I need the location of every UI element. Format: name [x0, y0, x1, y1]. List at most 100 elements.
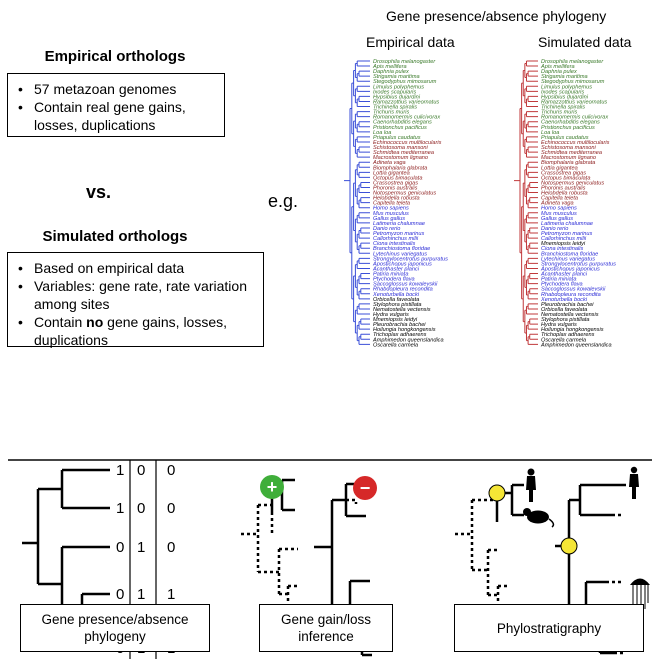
simulated-branch: [529, 227, 538, 234]
simulated-taxon-label: Rhabdopleura recondita: [541, 292, 601, 298]
empirical-branch: [360, 288, 370, 295]
simulated-taxon-label: Priapulus caudatus: [541, 135, 589, 141]
simulated-branch: [525, 111, 538, 118]
simulated-branch: [529, 181, 538, 188]
simulated-taxon-label: Trichoplax adhaerens: [541, 332, 595, 338]
matrix-cell: 1: [116, 500, 124, 517]
empirical-taxon-label: Biomphalaria glabrata: [373, 165, 427, 171]
empirical-taxon-label: Apis mellifera: [372, 64, 407, 70]
simulated-taxon-label: Gallus gallus: [541, 216, 573, 222]
empirical-taxon-label: Hypsibius dujardini: [373, 94, 421, 100]
empirical-branch: [358, 70, 370, 77]
matrix-cell: 1: [137, 586, 145, 603]
simulated-bullet-1: Based on empirical data: [12, 259, 259, 277]
empirical-taxon-label: Trichinella spiralis: [373, 105, 417, 111]
simulated-branch: [527, 146, 538, 153]
empirical-taxon-label: Capitella teleta: [373, 201, 410, 207]
loss-symbol: −: [360, 478, 371, 498]
simulated-taxon-label: Ixodes scapularis: [541, 89, 584, 95]
human-silhouette-icon: [629, 466, 639, 499]
simulated-branch: [525, 136, 538, 143]
empirical-branch: [358, 161, 370, 168]
simulated-taxon-label: Strongylocentrotus purpuratus: [541, 261, 616, 267]
empirical-taxon-label: Stegodyphus mimosarum: [373, 79, 437, 85]
simulated-taxon-label: Adineta vaga: [540, 201, 574, 207]
bullet3-bold: no: [86, 314, 104, 330]
caption-gainloss: Gene gain/loss inference: [259, 604, 393, 652]
empirical-branch: [358, 146, 370, 153]
empirical-taxon-label: Trichuris muris: [373, 110, 409, 116]
simulated-taxon-label: Acanthaster planci: [540, 272, 588, 278]
simulated-taxon-label: Strigamia maritima: [541, 74, 588, 80]
phylostrat-tree-1: [455, 483, 524, 614]
empirical-branch: [358, 257, 370, 264]
simulated-branch: [529, 333, 538, 340]
simulated-branch: [527, 161, 538, 168]
empirical-taxon-label: Branchiostoma floridae: [373, 246, 430, 252]
matrix-cell: 1: [167, 586, 175, 603]
empirical-taxon-label: Phoronis australis: [373, 186, 418, 192]
empirical-branch: [360, 181, 370, 188]
empirical-branch: [360, 318, 370, 325]
simulated-taxon-label: Apostichopus japonicus: [540, 266, 600, 272]
simulated-branch: [525, 85, 538, 92]
simulated-branch: [527, 95, 538, 102]
empirical-taxon-label: Apostichopus japonicus: [372, 261, 432, 267]
empirical-branch: [360, 242, 370, 249]
simulated-branch: [525, 60, 538, 67]
matrix-cell: 0: [167, 500, 175, 517]
empirical-taxon-label: Ciona intestinalis: [373, 241, 415, 247]
simulated-taxon-label: Daphnia pulex: [541, 69, 577, 75]
empirical-taxon-label: Ramazzottius varieornatus: [373, 99, 439, 105]
empirical-taxon-label: Latimeria chalumnae: [373, 221, 425, 227]
empirical-taxon-label: Petromyzon marinus: [373, 231, 424, 237]
matrix-cell: 1: [116, 462, 124, 479]
empirical-taxon-label: Saccoglossus kowalevskii: [373, 282, 438, 288]
bullet3-pre: Contain: [34, 314, 87, 330]
empirical-taxon-label: Xenoturbella bocki: [372, 292, 420, 298]
empirical-taxon-label: Trichoplax adhaerens: [373, 332, 427, 338]
simulated-taxon-label: Latimeria chalumnae: [541, 221, 593, 227]
simulated-taxon-label: Callorhinchus milii: [541, 236, 587, 242]
simulated-branch: [529, 197, 538, 204]
empirical-taxon-label: Lytechinus variegatus: [373, 251, 427, 257]
empirical-branch: [356, 85, 370, 92]
empirical-taxon-label: Echinococcus multilocularis: [373, 140, 442, 146]
simulated-branch: [527, 212, 538, 219]
simulated-taxon-label: Mus musculus: [541, 211, 577, 217]
matrix-cell: 0: [116, 539, 124, 556]
simulated-taxon-label: Helobdella robusta: [541, 191, 588, 197]
matrix-cell: 0: [116, 586, 124, 603]
simulated-taxon-label: Stegodyphus mimosarum: [541, 79, 605, 85]
empirical-taxon-label: Orbicella faveolata: [373, 297, 419, 303]
simulated-taxon-label: Ciona intestinalis: [541, 246, 583, 252]
empirical-taxon-label: Caenorhabditis elegans: [373, 120, 432, 126]
empirical-tree-title: Empirical data: [366, 34, 455, 50]
empirical-taxon-label: Ixodes scapularis: [373, 89, 416, 95]
empirical-heading: Empirical orthologs: [44, 48, 186, 65]
gain-icon: [260, 475, 284, 499]
matrix-cell: 0: [167, 539, 175, 556]
bullet3-post: gene gains, losses, duplications: [34, 314, 228, 348]
simulated-taxon-label: Branchiostoma floridae: [541, 251, 598, 257]
simulated-taxon-label: Capitella teleta: [541, 196, 578, 202]
empirical-taxon-label: Schmidtea mediterranea: [373, 150, 434, 156]
simulated-taxon-label: Oscarella carmela: [541, 337, 586, 343]
empirical-taxon-label: Drosophila melanogaster: [373, 59, 436, 65]
simulated-bullet-3: Contain no gene gains, losses, duplicati…: [12, 313, 259, 349]
empirical-taxon-label: Loa loa: [373, 130, 391, 136]
simulated-taxon-label: Danio rerio: [541, 226, 568, 232]
caption-phylostrat: Phylostratigraphy: [454, 604, 644, 652]
matrix-cell: 0: [167, 462, 175, 479]
section-divider: [8, 459, 652, 461]
empirical-taxon-label: Rhabdopleura recondita: [373, 287, 433, 293]
empirical-branch: [356, 136, 370, 143]
simulated-taxon-label: Ramazzottius varieornatus: [541, 99, 607, 105]
empirical-taxon-label: Strigamia maritima: [373, 74, 420, 80]
empirical-taxon-label: Notospermus geniculatus: [373, 191, 436, 197]
simulated-taxon-label: Biomphalaria glabrata: [541, 160, 595, 166]
empirical-branch: [360, 273, 370, 280]
simulated-branch: [527, 257, 538, 264]
empirical-taxon-label: Danio rerio: [373, 226, 400, 232]
